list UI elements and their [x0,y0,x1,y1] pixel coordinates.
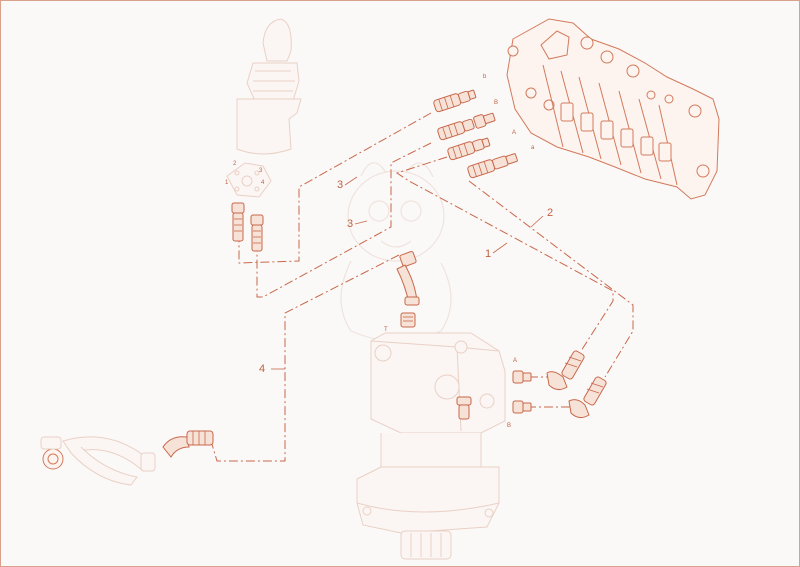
line-4 [210,254,400,462]
valve-fitting-2 [437,112,496,141]
swing-motor [356,332,506,560]
line-3-lower [256,142,432,298]
line-3-upper [238,112,432,264]
valve-fitting-3 [447,137,491,161]
center-elbow-fitting [396,251,420,328]
line-2 [468,180,634,378]
line-1 [395,156,614,352]
port-label-motor-A: A [513,358,517,364]
port-label-motor-B: B [507,423,511,429]
port-label-valve-a: a [531,145,535,151]
hose-end-A [546,350,585,391]
hose-end-B [568,376,607,419]
callout-1: 1 [485,248,491,260]
port-label-joystick-2: 2 [233,161,237,167]
port-label-motor-T: T [384,327,388,333]
port-label-valve-A: A [512,130,516,136]
control-valve-bank [506,18,720,200]
callout-4: 4 [259,363,265,375]
callout-3-upper: 3 [337,179,343,191]
port-label-valve-B: B [494,100,498,106]
joystick-fitting-left [231,202,245,242]
watermark [340,162,452,342]
joystick-fitting-right [250,214,264,252]
port-label-valve-b: b [483,74,487,80]
joystick-port-plate: 2 3 1 4 [225,161,272,198]
motor-fitting-A [512,370,532,384]
motor-fitting-top [456,396,472,420]
valve-fitting-1 [433,89,477,113]
callout-2: 2 [547,207,553,219]
port-label-joystick-3: 3 [259,168,263,174]
joystick [236,18,302,155]
valve-fitting-4 [467,153,518,179]
callout-3-lower: 3 [347,218,353,230]
port-label-joystick-1: 1 [225,180,229,186]
motor-fitting-B [512,400,532,414]
bottom-left-hose-fitting [162,430,214,458]
port-label-joystick-4: 4 [261,180,265,186]
bottom-left-pipe [40,436,156,486]
